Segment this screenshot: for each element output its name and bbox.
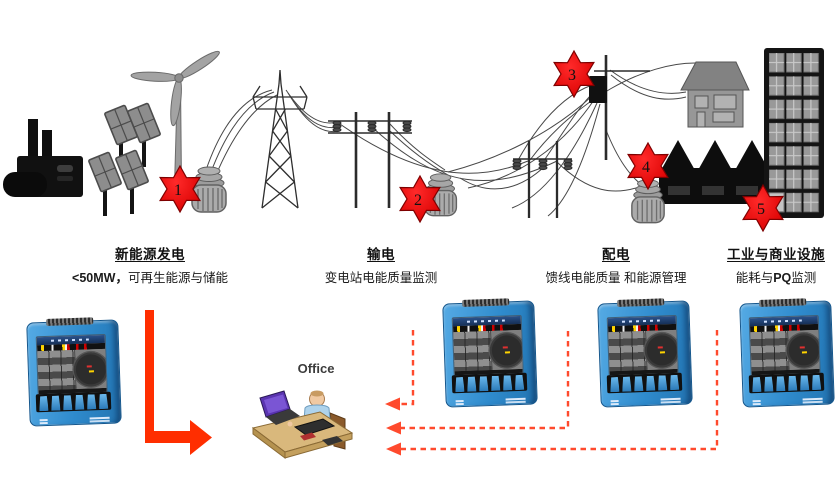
meter-body	[26, 319, 122, 427]
stage-title: 工业与商业设施	[727, 247, 825, 262]
meter-screen	[748, 314, 821, 377]
office-label: Office	[297, 361, 335, 376]
stage-label-transmission: 输电 变电站电能质量监测	[300, 243, 462, 286]
svg-text:2: 2	[414, 192, 422, 209]
meter-terminals	[606, 372, 683, 394]
stage-label-generation: 新能源发电 <50MW，可再生能源与储能	[55, 243, 245, 286]
pq-meter-generation	[26, 317, 122, 427]
svg-text:4: 4	[642, 159, 650, 176]
marker-star-3: 3	[553, 50, 595, 98]
dashed-arrow-1	[399, 330, 415, 406]
dashed-arrowhead-3	[386, 442, 401, 456]
marker-star-4: 4	[627, 142, 669, 190]
meter-body	[442, 300, 538, 408]
grid-illustration: 1 2 3 4 5	[3, 48, 824, 232]
marker-star-2: 2	[399, 175, 441, 223]
marker-star-1: 1	[159, 165, 201, 213]
stage-subtitle: 馈线电能质量 和能源管理	[545, 271, 687, 285]
meter-terminals	[748, 372, 825, 394]
stage-subtitle: 变电站电能质量监测	[324, 271, 438, 285]
svg-text:3: 3	[568, 67, 576, 84]
pq-meter-distribution-2	[597, 298, 693, 408]
meter-screen	[35, 333, 108, 396]
office-workstation-icon	[251, 390, 354, 459]
dashed-arrowhead-2	[386, 421, 401, 435]
pole-transformer-icon	[589, 55, 650, 160]
meter-body	[597, 300, 693, 408]
power-plant-icon	[3, 119, 83, 197]
office-building-icon	[764, 48, 824, 218]
stage-title: 输电	[367, 247, 395, 262]
stage-subtitle: <50MW，可再生能源与储能	[72, 271, 228, 285]
svg-text:1: 1	[174, 182, 182, 199]
meter-screen	[451, 314, 524, 377]
meter-terminals	[451, 372, 528, 394]
transformer-1-icon	[191, 166, 227, 213]
dashed-arrowhead-1	[385, 397, 400, 411]
utility-poles-icon	[328, 112, 412, 208]
stage-title: 新能源发电	[115, 247, 185, 262]
marker-star-5: 5	[742, 184, 784, 232]
meter-terminals	[35, 391, 112, 413]
meter-body	[739, 300, 835, 408]
house-icon	[680, 61, 750, 128]
stage-label-industry: 工业与商业设施 能耗与PQ监测	[708, 243, 836, 286]
stage-label-distribution: 配电 馈线电能质量 和能源管理	[518, 243, 714, 286]
wind-turbine-icon	[130, 50, 220, 187]
transmission-tower-icon	[252, 69, 308, 209]
pq-meter-distribution-1	[442, 298, 538, 408]
meter-screen	[606, 314, 679, 377]
svg-text:5: 5	[757, 201, 765, 218]
stage-title: 配电	[602, 247, 630, 262]
stage-subtitle: 能耗与PQ监测	[735, 271, 817, 285]
solar-panels-icon	[87, 102, 162, 217]
pq-meter-industry	[739, 298, 835, 408]
solid-flow-arrow	[145, 310, 212, 455]
distribution-poles-icon	[512, 141, 573, 218]
factory-icon	[659, 140, 771, 204]
